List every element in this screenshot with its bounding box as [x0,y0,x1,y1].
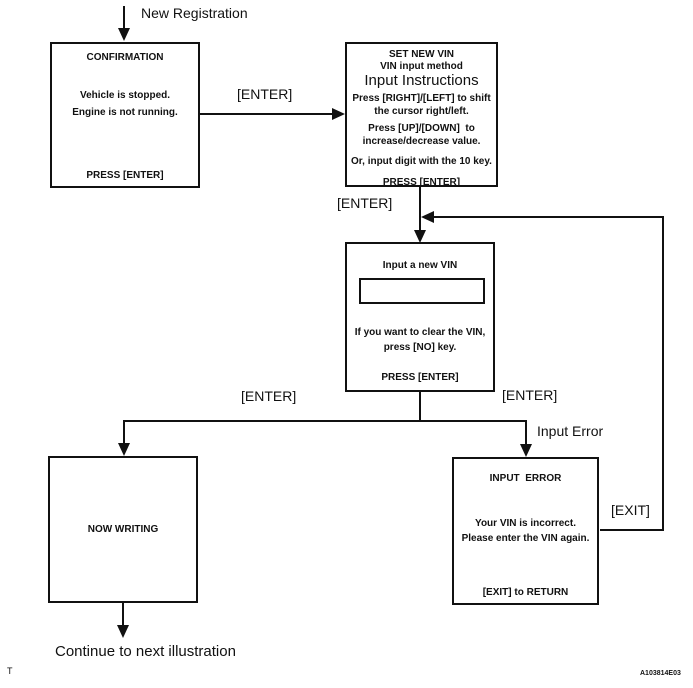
input-error-line1: Your VIN is incorrect. [475,518,576,529]
enter-label-right: [ENTER] [502,387,558,403]
split-line [123,420,527,422]
enter-label-1: [ENTER] [237,86,293,102]
left-branch-arrowhead-icon [118,443,130,456]
set-new-vin-heading: Input Instructions [364,72,479,89]
return-line-top [434,216,663,218]
vin-input-field [359,278,485,304]
input-error-footer: [EXIT] to RETURN [482,587,569,598]
now-writing-box: NOW WRITING [48,456,198,603]
enter-label-2: [ENTER] [337,195,393,211]
input-vin-note1: If you want to clear the VIN, [354,327,486,338]
confirmation-title: CONFIRMATION [86,52,164,63]
right-branch-line [525,420,527,444]
edge-arrowhead-conf-to-set-icon [332,108,345,120]
confirmation-footer: PRESS [ENTER] [86,170,164,181]
return-line-right [662,216,664,531]
set-new-vin-subtitle: VIN input method [380,61,463,72]
left-branch-line [123,420,125,444]
input-error-title: INPUT ERROR [489,473,562,484]
input-vin-note2: press [NO] key. [383,342,457,353]
confirmation-box: CONFIRMATION Vehicle is stopped. Engine … [50,42,200,188]
set-new-vin-inst2a: Press [UP]/[DOWN] to [368,123,475,134]
set-new-vin-title: SET NEW VIN [388,49,454,60]
start-arrowhead-icon [118,28,130,41]
input-error-edge-label: Input Error [537,423,604,439]
set-new-vin-inst1a: Press [RIGHT]/[LEFT] to shift [352,93,491,104]
set-new-vin-inst2b: increase/decrease value. [362,136,481,147]
set-new-vin-inst3: Or, input digit with the 10 key. [351,156,492,167]
right-branch-arrowhead-icon [520,444,532,457]
input-vin-title: Input a new VIN [382,260,458,271]
input-vin-box: Input a new VIN If you want to clear the… [345,242,495,392]
page-corner-mark: T [7,666,13,676]
start-label: New Registration [141,5,248,21]
start-arrow-line [123,6,125,29]
edge-line-conf-to-set [200,113,333,115]
input-error-line2: Please enter the VIN again. [461,533,590,544]
figure-id: A103814E03 [640,670,681,677]
edge-arrowhead-set-to-input-icon [414,230,426,243]
continue-arrowhead-icon [117,625,129,638]
input-vin-footer: PRESS [ENTER] [381,372,459,383]
edge-line-set-to-input [419,187,421,230]
exit-label: [EXIT] [611,502,650,518]
confirmation-line2: Engine is not running. [72,107,178,118]
input-error-box: INPUT ERROR Your VIN is incorrect. Pleas… [452,457,599,605]
confirmation-line1: Vehicle is stopped. [79,90,171,101]
set-new-vin-inst1b: the cursor right/left. [374,106,469,117]
return-line-connector [600,529,662,531]
set-new-vin-footer: PRESS [ENTER] [382,177,461,188]
continue-line [122,603,124,626]
set-new-vin-box: SET NEW VIN VIN input method Input Instr… [345,42,498,188]
continue-label: Continue to next illustration [55,643,236,660]
enter-label-left: [ENTER] [241,388,297,404]
return-arrowhead-icon [421,211,434,223]
now-writing-title: NOW WRITING [87,524,159,535]
edge-line-input-down [419,392,421,421]
